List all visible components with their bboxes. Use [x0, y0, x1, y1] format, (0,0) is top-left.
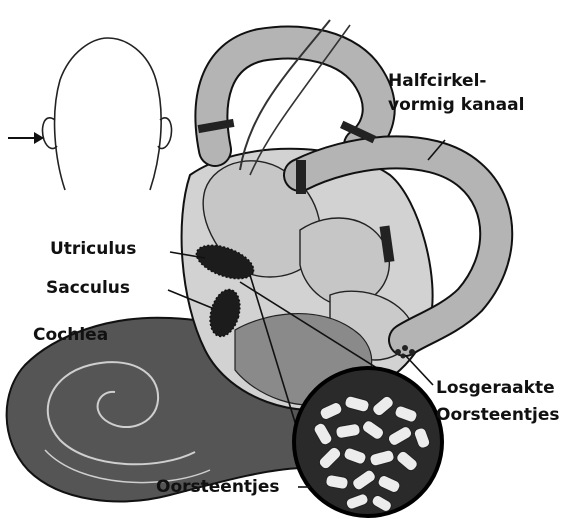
label-sacculus: Sacculus — [46, 278, 130, 298]
head-silhouette — [42, 38, 171, 190]
label-loose-line2: Oorsteentjes — [436, 405, 560, 425]
label-canal-line1: Halfcirkel- — [388, 71, 486, 91]
label-canal-line2: vormig kanaal — [388, 95, 524, 115]
label-loose-line1: Losgeraakte — [436, 378, 555, 398]
arrow-icon — [8, 132, 44, 144]
label-otoliths: Oorsteentjes — [156, 477, 280, 497]
label-utriculus: Utriculus — [50, 239, 136, 259]
label-cochlea: Cochlea — [33, 325, 108, 345]
